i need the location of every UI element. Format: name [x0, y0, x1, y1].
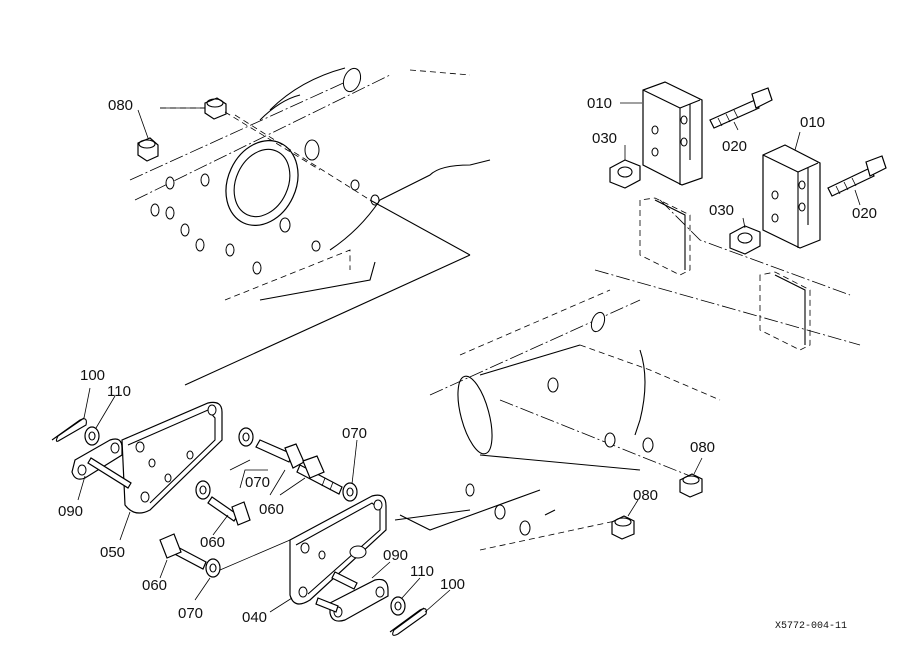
bracket-010-lower	[762, 144, 821, 249]
nut-030-upper	[609, 159, 641, 189]
callout-060-lower: 060	[142, 577, 167, 594]
callout-020-lower: 020	[852, 205, 877, 222]
mount-blocks	[594, 197, 861, 351]
nut-080-upper-left	[137, 137, 159, 162]
callout-030-upper: 030	[592, 130, 617, 147]
callout-050: 050	[100, 544, 125, 561]
callout-110-right: 110	[410, 563, 434, 580]
nut-080-upper-right	[204, 97, 227, 120]
callout-010-lower: 010	[800, 114, 825, 131]
bolt-060-b	[296, 455, 343, 495]
bolt-020-upper	[709, 87, 773, 129]
callout-070-upper: 070	[342, 425, 367, 442]
bolt-060-a	[255, 439, 305, 469]
washer-070-a	[238, 427, 254, 447]
clip-100-right	[389, 607, 427, 636]
bolt-020-lower	[827, 155, 887, 197]
callout-090-right: 090	[383, 547, 408, 564]
callout-080-upper-left: 080	[108, 97, 133, 114]
leader-lines	[77, 102, 861, 613]
callout-090-left: 090	[58, 503, 83, 520]
pin-090-right	[315, 571, 389, 622]
washer-110-right	[390, 596, 406, 616]
callout-080-right-lower: 080	[633, 487, 658, 504]
callout-100-right: 100	[440, 576, 465, 593]
bolt-060-c	[207, 496, 251, 526]
callout-010-upper: 010	[587, 95, 612, 112]
callout-020-upper: 020	[722, 138, 747, 155]
bracket-010-upper	[642, 81, 703, 186]
callout-080-right-upper: 080	[690, 439, 715, 456]
nut-080-right-lower	[611, 515, 635, 540]
washer-070-c	[195, 480, 211, 500]
washer-070-d	[205, 558, 221, 578]
callout-070-lower: 070	[178, 605, 203, 622]
callout-060-center: 060	[200, 534, 225, 551]
pin-090-left	[71, 438, 132, 489]
bolt-060-d	[159, 533, 207, 570]
plate-050	[121, 401, 223, 514]
washer-070-b	[342, 482, 358, 502]
clip-100-left	[51, 417, 87, 442]
drawing-code: X5772-004-11	[775, 621, 847, 632]
callout-labels: 010 010 020 020 030 030 080 080 080 100 …	[58, 95, 877, 626]
callout-100-left: 100	[80, 367, 105, 384]
washer-110-left	[84, 426, 100, 446]
central-shaft	[394, 289, 721, 551]
callout-110-left: 110	[107, 383, 131, 400]
callout-040: 040	[242, 609, 267, 626]
callout-070-middle: 070	[245, 474, 270, 491]
callout-030-lower: 030	[709, 202, 734, 219]
upper-frame	[129, 67, 491, 386]
nut-030-lower	[729, 225, 761, 255]
nut-080-right-upper	[679, 473, 703, 498]
plate-040	[289, 494, 387, 605]
callout-060-middle: 060	[259, 501, 284, 518]
